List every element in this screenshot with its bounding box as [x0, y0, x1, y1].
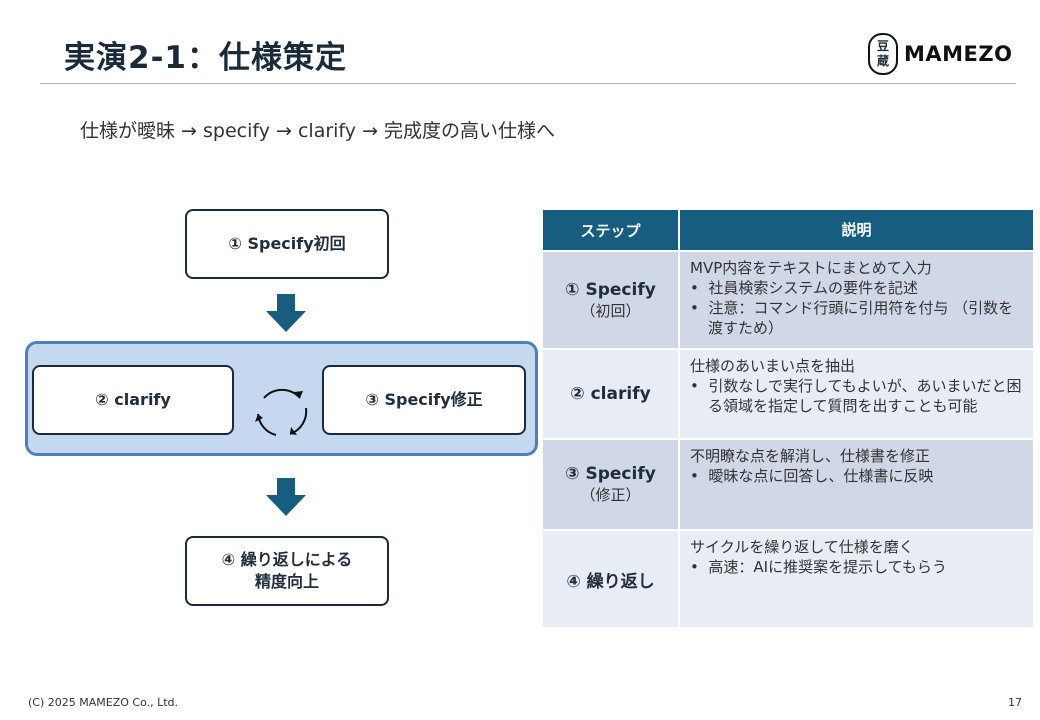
table-row: ① Specify（初回） MVP内容をテキストにまとめて入力 • 社員検索シス… — [543, 252, 1033, 348]
table-header: ステップ 説明 — [543, 210, 1033, 250]
row-bullet: 引数なしで実行してもよいが、あいまいだと困る領域を指定して質問を出すことも可能 — [708, 377, 1022, 415]
row-bullet: 高速：AIに推奨案を提示してもらう — [708, 558, 947, 576]
logo: 豆蔵 MAMEZO — [868, 33, 1012, 75]
cycle-icon — [255, 388, 308, 436]
row-bullet: 注意：コマンド行頭に引用符を付与 （引数を渡すため） — [708, 299, 1014, 337]
title-divider — [40, 83, 1016, 84]
step-sub: （初回） — [580, 301, 641, 320]
flow-step-3: ③ Specify修正 — [322, 365, 526, 435]
table-row: ③ Specify（修正） 不明瞭な点を解消し、仕様書を修正 • 曖昧な点に回答… — [543, 440, 1033, 529]
flow-step-4: ④ 繰り返しによる 精度向上 — [185, 536, 389, 606]
flow-step-3-label: ③ Specify修正 — [365, 390, 483, 409]
step-name: ④ 繰り返し — [566, 571, 655, 592]
table-row: ② clarify 仕様のあいまい点を抽出 • 引数なしで実行してもよいが、あい… — [543, 350, 1033, 438]
row-lead: 仕様のあいまい点を抽出 — [690, 357, 856, 375]
step-name: ① Specify — [565, 279, 656, 300]
down-arrow-icon — [266, 478, 306, 516]
step-sub: （修正） — [580, 486, 641, 504]
flow-step-2-label: ② clarify — [95, 390, 171, 409]
step-name: ③ Specify — [565, 464, 656, 484]
row-lead: 不明瞭な点を解消し、仕様書を修正 — [690, 447, 931, 465]
down-arrow-icon — [266, 294, 306, 332]
row-bullet: 社員検索システムの要件を記述 — [708, 279, 918, 297]
header-description: 説明 — [680, 210, 1033, 250]
row-lead: サイクルを繰り返して仕様を磨く — [690, 538, 914, 556]
flow-step-2: ② clarify — [32, 365, 234, 435]
flow-step-1-label: ① Specify初回 — [228, 234, 346, 253]
row-lead: MVP内容をテキストにまとめて入力 — [690, 259, 932, 277]
table-row: ④ 繰り返し サイクルを繰り返して仕様を磨く • 高速：AIに推奨案を提示しても… — [543, 531, 1033, 627]
header-step: ステップ — [543, 210, 678, 250]
row-bullet: 曖昧な点に回答し、仕様書に反映 — [708, 467, 934, 485]
logo-text: MAMEZO — [904, 42, 1013, 66]
page-title: 実演2-1：仕様策定 — [64, 40, 348, 76]
logo-mark: 豆蔵 — [868, 33, 898, 75]
flow-step-4-line1: ④ 繰り返しによる — [221, 550, 353, 569]
copyright: (C) 2025 MAMEZO Co., Ltd. — [28, 696, 179, 709]
flow-step-4-line2: 精度向上 — [254, 572, 319, 591]
step-name: ② clarify — [570, 384, 651, 404]
steps-table: ステップ 説明 ① Specify（初回） MVP内容をテキストにまとめて入力 … — [543, 210, 1033, 629]
page-number: 17 — [1008, 696, 1022, 709]
subtitle: 仕様が曖昧 → specify → clarify → 完成度の高い仕様へ — [80, 120, 556, 142]
flow-step-1: ① Specify初回 — [185, 209, 389, 279]
